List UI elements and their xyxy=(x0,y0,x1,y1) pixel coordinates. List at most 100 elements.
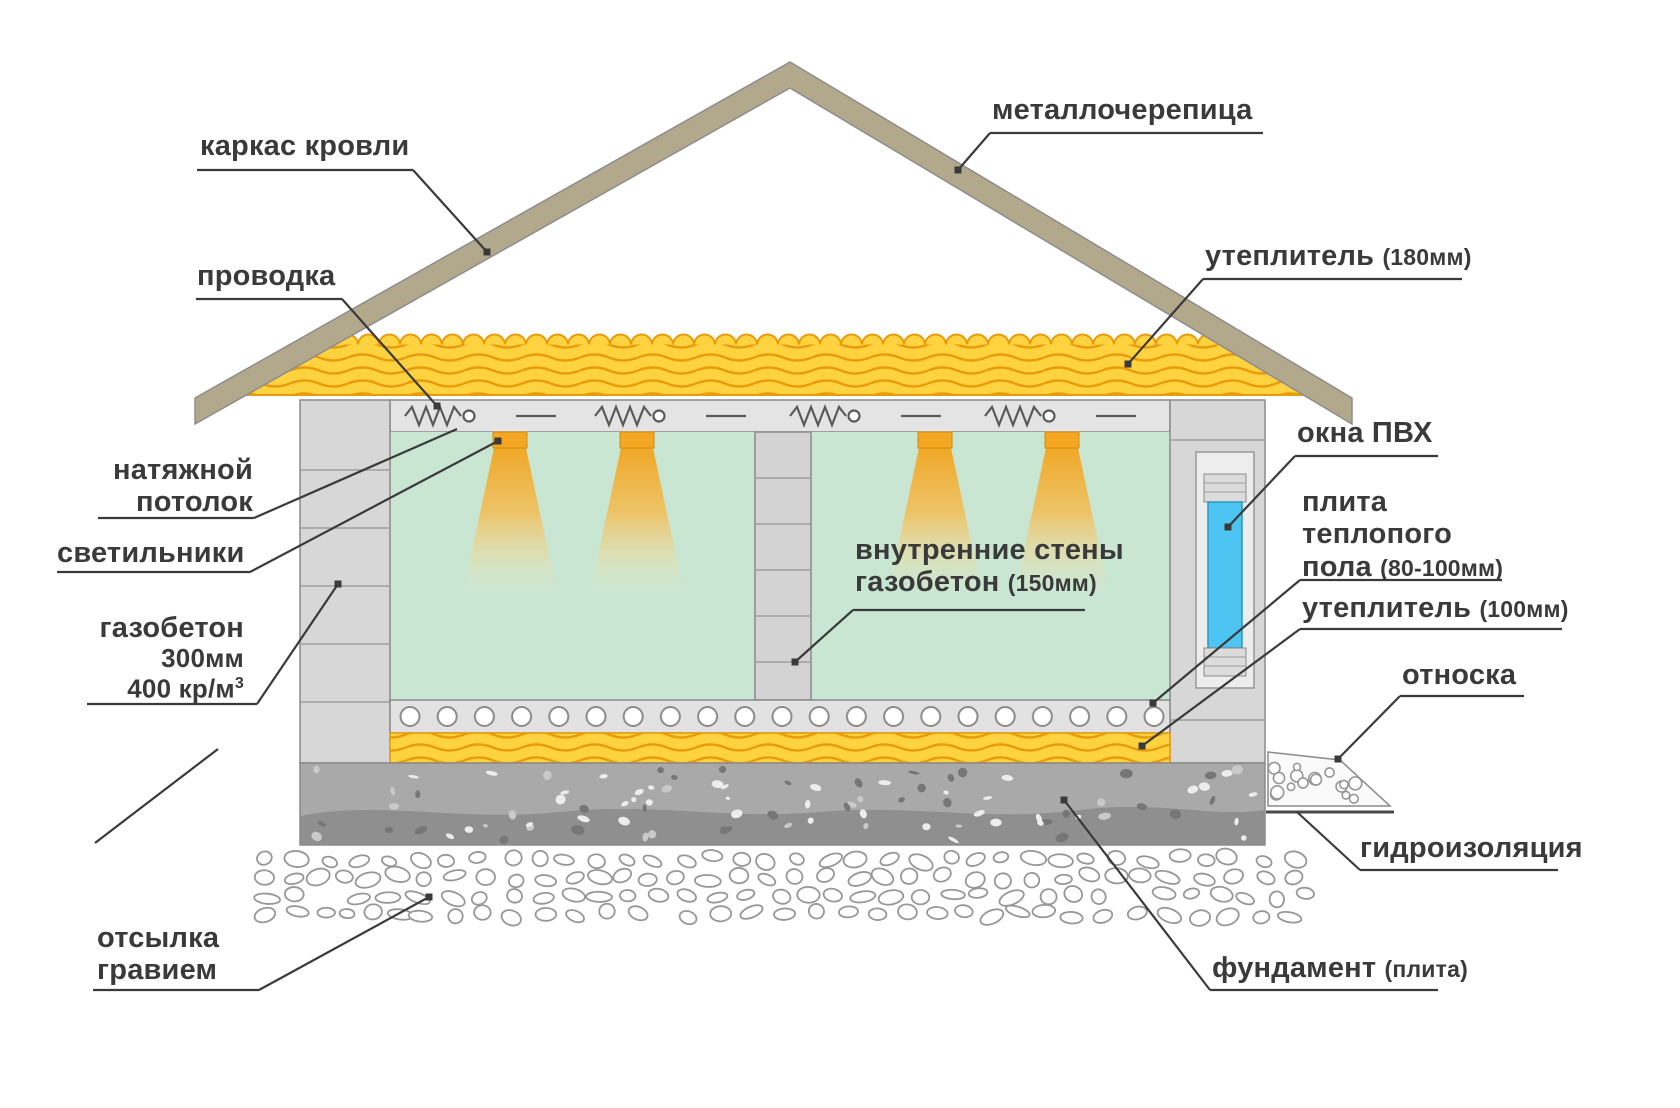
foundation-speckle xyxy=(810,784,822,792)
gravel-pebble xyxy=(534,907,558,922)
foundation-speckle xyxy=(631,797,637,803)
light-beam xyxy=(463,448,557,593)
label-heated-floor: плита теплопого пола (80-100мм) xyxy=(1302,486,1503,583)
gravel-pebble xyxy=(1078,866,1101,883)
wiring-symbols xyxy=(404,403,1136,429)
foundation-speckle xyxy=(1097,798,1106,807)
foundation-speckle xyxy=(807,817,814,824)
gravel-pebble xyxy=(598,902,616,920)
gravel-pebble xyxy=(1235,891,1255,906)
interior-wall xyxy=(754,431,812,701)
gravel-pebble xyxy=(772,888,792,905)
gravel-pebble xyxy=(305,867,331,887)
gravel-pebble xyxy=(506,888,523,904)
gravel-pebble xyxy=(363,903,383,921)
gravel-pebble xyxy=(818,852,843,869)
foundation-speckle xyxy=(555,794,566,805)
foundation-speckle xyxy=(1209,796,1216,805)
foundation-speckle xyxy=(1055,832,1069,843)
foundation-speckle xyxy=(1187,785,1199,794)
leader-waterproofing xyxy=(1296,811,1361,871)
foundation-speckle xyxy=(898,797,905,803)
gravel-pebble xyxy=(587,869,613,886)
foundation-speckle xyxy=(1204,771,1217,780)
blind-area-pebble xyxy=(1297,777,1309,789)
attic-insulation-texture xyxy=(246,344,1303,395)
leader-marker xyxy=(954,166,962,174)
foundation-speckle xyxy=(657,766,664,774)
leader-gravel-2 xyxy=(94,748,219,844)
gravel-pebble xyxy=(500,909,522,927)
foundation-speckle xyxy=(943,790,949,795)
blind-area-pebble xyxy=(1341,790,1351,800)
label-inner-walls: внутренние стены газобетон (150мм) xyxy=(855,534,1124,599)
label-foundation: фундамент (плита) xyxy=(1212,952,1468,984)
gravel-pebble xyxy=(532,891,555,905)
gravel-pebble xyxy=(1276,910,1303,924)
gravel-pebble xyxy=(736,888,756,901)
blind-area-pebble xyxy=(1286,782,1296,792)
gravel-pebble xyxy=(1295,886,1315,900)
foundation-speckle xyxy=(725,796,731,800)
label-aerated-line2: 300мм xyxy=(161,643,244,674)
gravel-pebble xyxy=(1128,867,1152,884)
gravel-pebble xyxy=(796,886,821,904)
foundation-speckle xyxy=(854,778,863,788)
gravel-pebble xyxy=(253,892,281,905)
interior-wall-joints xyxy=(755,477,811,663)
ceiling-strip xyxy=(389,399,1171,433)
label-inner-walls-note: (150мм) xyxy=(1007,570,1097,597)
interior-wall-body xyxy=(754,431,812,701)
foundation-speckle xyxy=(1119,769,1133,779)
window-top-profile xyxy=(1203,473,1247,503)
gravel-pebble xyxy=(334,869,354,884)
gravel-pebble xyxy=(531,849,549,868)
foundation-speckle xyxy=(973,810,985,817)
foundation-speckle xyxy=(1221,769,1233,777)
label-stretch-ceiling-line2: потолок xyxy=(136,486,253,519)
gravel-pebble xyxy=(346,892,371,906)
leader-marker xyxy=(1060,796,1068,804)
leader-aerated-concrete xyxy=(256,583,339,705)
blind-area-pebble xyxy=(1339,779,1349,790)
foundation-speckle xyxy=(878,780,892,786)
blind-area-pebble xyxy=(1348,793,1360,804)
gravel-pebble xyxy=(877,889,905,906)
foundation-speckle xyxy=(917,783,926,793)
gravel-pebble xyxy=(899,867,919,885)
gravel-pebble xyxy=(1126,905,1148,921)
label-wiring: проводка xyxy=(197,260,336,292)
foundation-speckle xyxy=(661,785,673,793)
gravel-pebble xyxy=(870,867,895,886)
foundation-speckle xyxy=(560,790,570,795)
foundation-slab xyxy=(299,762,1266,846)
gravel-pebble xyxy=(475,868,496,886)
leader-wiring xyxy=(341,298,438,407)
gravel-pebble xyxy=(627,905,649,922)
gravel-pebble xyxy=(381,855,398,868)
gravel-pebble xyxy=(992,851,1010,864)
leader-lines xyxy=(57,131,1562,992)
gravel-pebble xyxy=(1023,872,1041,889)
gravel-pebble xyxy=(468,851,487,864)
gravel-pebble xyxy=(1090,888,1107,905)
foundation-speckle xyxy=(1241,835,1247,841)
foundation-speckle xyxy=(804,799,811,809)
gravel-pebble xyxy=(508,873,525,889)
leader-marker xyxy=(1149,699,1157,707)
leader-foundation xyxy=(1063,799,1211,991)
label-roof-insulation: утеплитель (180мм) xyxy=(1205,240,1472,272)
gravel-pebble xyxy=(256,850,273,866)
gravel-pebble xyxy=(842,850,868,869)
leader-roof-frame xyxy=(412,169,488,253)
gravel-pebble xyxy=(693,874,722,888)
gravel-pebble xyxy=(940,888,966,901)
blind-area-pebbles xyxy=(1267,761,1363,804)
gravel-pebble xyxy=(1059,911,1084,925)
leader-marker xyxy=(1334,755,1342,763)
label-floor-insulation-note: (100мм) xyxy=(1479,596,1569,622)
attic-insulation xyxy=(246,331,1303,396)
gravel-pebble xyxy=(1039,888,1058,906)
gravel-pebble xyxy=(321,855,339,869)
label-heated-floor-line3: пола (80-100мм) xyxy=(1302,551,1503,583)
